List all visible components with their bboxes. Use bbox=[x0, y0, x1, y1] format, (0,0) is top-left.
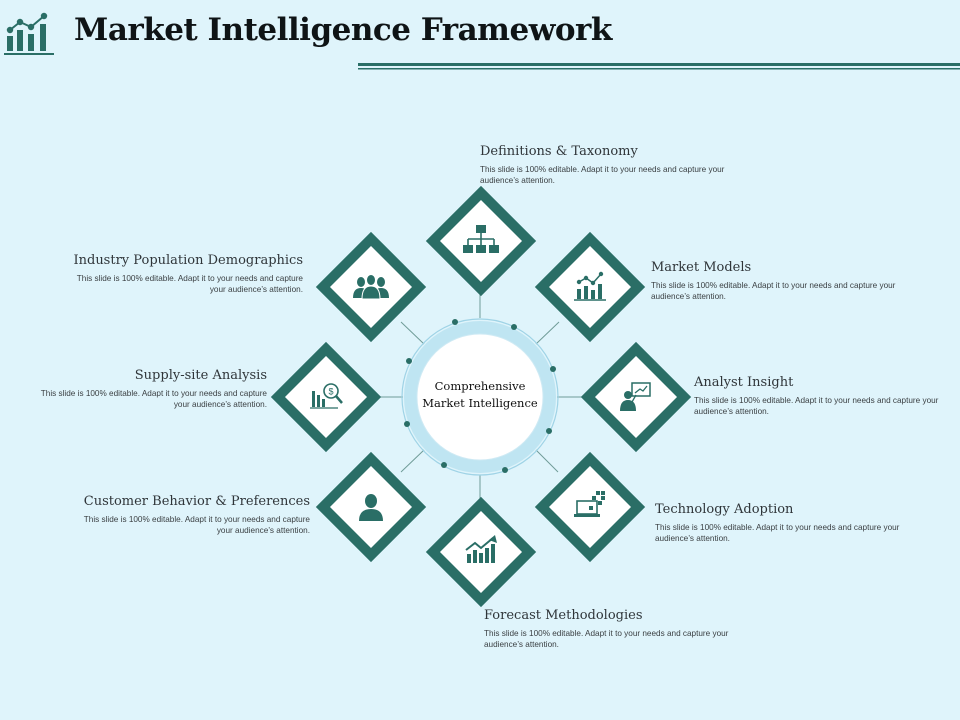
node-title: Market Models bbox=[651, 260, 752, 275]
bar-chart-trend-icon bbox=[4, 12, 54, 55]
laptop-icon bbox=[574, 491, 605, 517]
center-label-line2: Market Intelligence bbox=[422, 396, 538, 410]
analysis-icon: $ bbox=[310, 383, 343, 409]
node-description: This slide is 100% editable. Adapt it to… bbox=[655, 523, 900, 543]
node-description: This slide is 100% editable. Adapt it to… bbox=[484, 629, 729, 649]
node-market-models: Market Models This slide is 100% editabl… bbox=[651, 260, 951, 302]
node-title: Supply-site Analysis bbox=[134, 368, 267, 383]
center-label-line1: Comprehensive bbox=[434, 379, 526, 393]
node-customer-behavior: Customer Behavior & Preferences This sli… bbox=[10, 494, 310, 536]
node-title: Forecast Methodologies bbox=[484, 608, 643, 623]
node-analyst-insight: Analyst Insight This slide is 100% edita… bbox=[694, 375, 960, 417]
growth-chart-icon bbox=[574, 271, 606, 301]
node-description: This slide is 100% editable. Adapt it to… bbox=[40, 389, 267, 409]
node-technology-adoption: Technology Adoption This slide is 100% e… bbox=[655, 502, 955, 544]
center-label: Comprehensive Market Intelligence bbox=[413, 378, 547, 412]
presenter-icon bbox=[620, 382, 651, 411]
hierarchy-icon bbox=[463, 225, 499, 253]
center-hub bbox=[401, 318, 559, 476]
node-description: This slide is 100% editable. Adapt it to… bbox=[480, 165, 725, 185]
node-description: This slide is 100% editable. Adapt it to… bbox=[694, 396, 939, 416]
node-description: This slide is 100% editable. Adapt it to… bbox=[651, 281, 896, 301]
node-title: Technology Adoption bbox=[655, 502, 794, 517]
node-forecast-methodologies: Forecast Methodologies This slide is 100… bbox=[484, 608, 784, 650]
svg-text:$: $ bbox=[328, 387, 333, 397]
node-title: Definitions & Taxonomy bbox=[480, 144, 638, 159]
node-supply-site-analysis: Supply-site Analysis This slide is 100% … bbox=[0, 368, 267, 410]
node-definitions-taxonomy: Definitions & Taxonomy This slide is 100… bbox=[480, 144, 780, 186]
node-title: Industry Population Demographics bbox=[73, 253, 303, 268]
group-icon bbox=[353, 274, 389, 300]
node-description: This slide is 100% editable. Adapt it to… bbox=[83, 515, 310, 535]
node-description: This slide is 100% editable. Adapt it to… bbox=[76, 274, 303, 294]
title-divider bbox=[358, 63, 960, 70]
person-icon bbox=[359, 494, 383, 521]
node-title: Customer Behavior & Preferences bbox=[83, 494, 310, 509]
page-title: Market Intelligence Framework bbox=[74, 12, 612, 48]
forecast-chart-icon bbox=[465, 535, 497, 563]
node-title: Analyst Insight bbox=[694, 375, 794, 390]
node-industry-demographics: Industry Population Demographics This sl… bbox=[3, 253, 303, 295]
